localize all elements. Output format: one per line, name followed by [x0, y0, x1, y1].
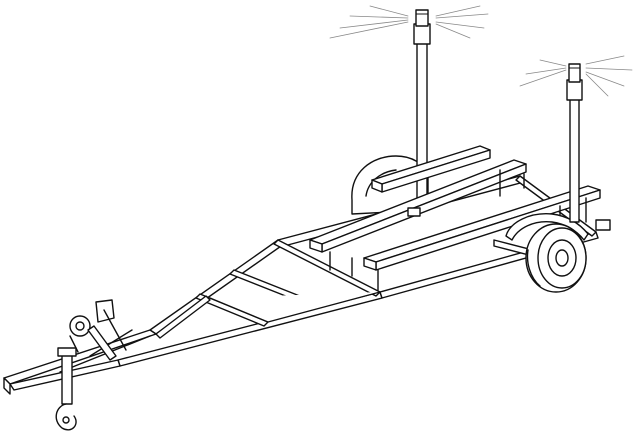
crossmember [155, 269, 381, 339]
wheel [525, 223, 587, 293]
guide-post-front [566, 63, 583, 223]
jack-stand [55, 347, 77, 431]
tail-light [407, 207, 611, 231]
fender-front [505, 213, 589, 241]
light-rays-front [519, 55, 633, 97]
bunk-board [309, 145, 601, 271]
light-rays-back [329, 5, 489, 39]
bunk-bracket [329, 169, 587, 291]
winch [69, 299, 127, 361]
